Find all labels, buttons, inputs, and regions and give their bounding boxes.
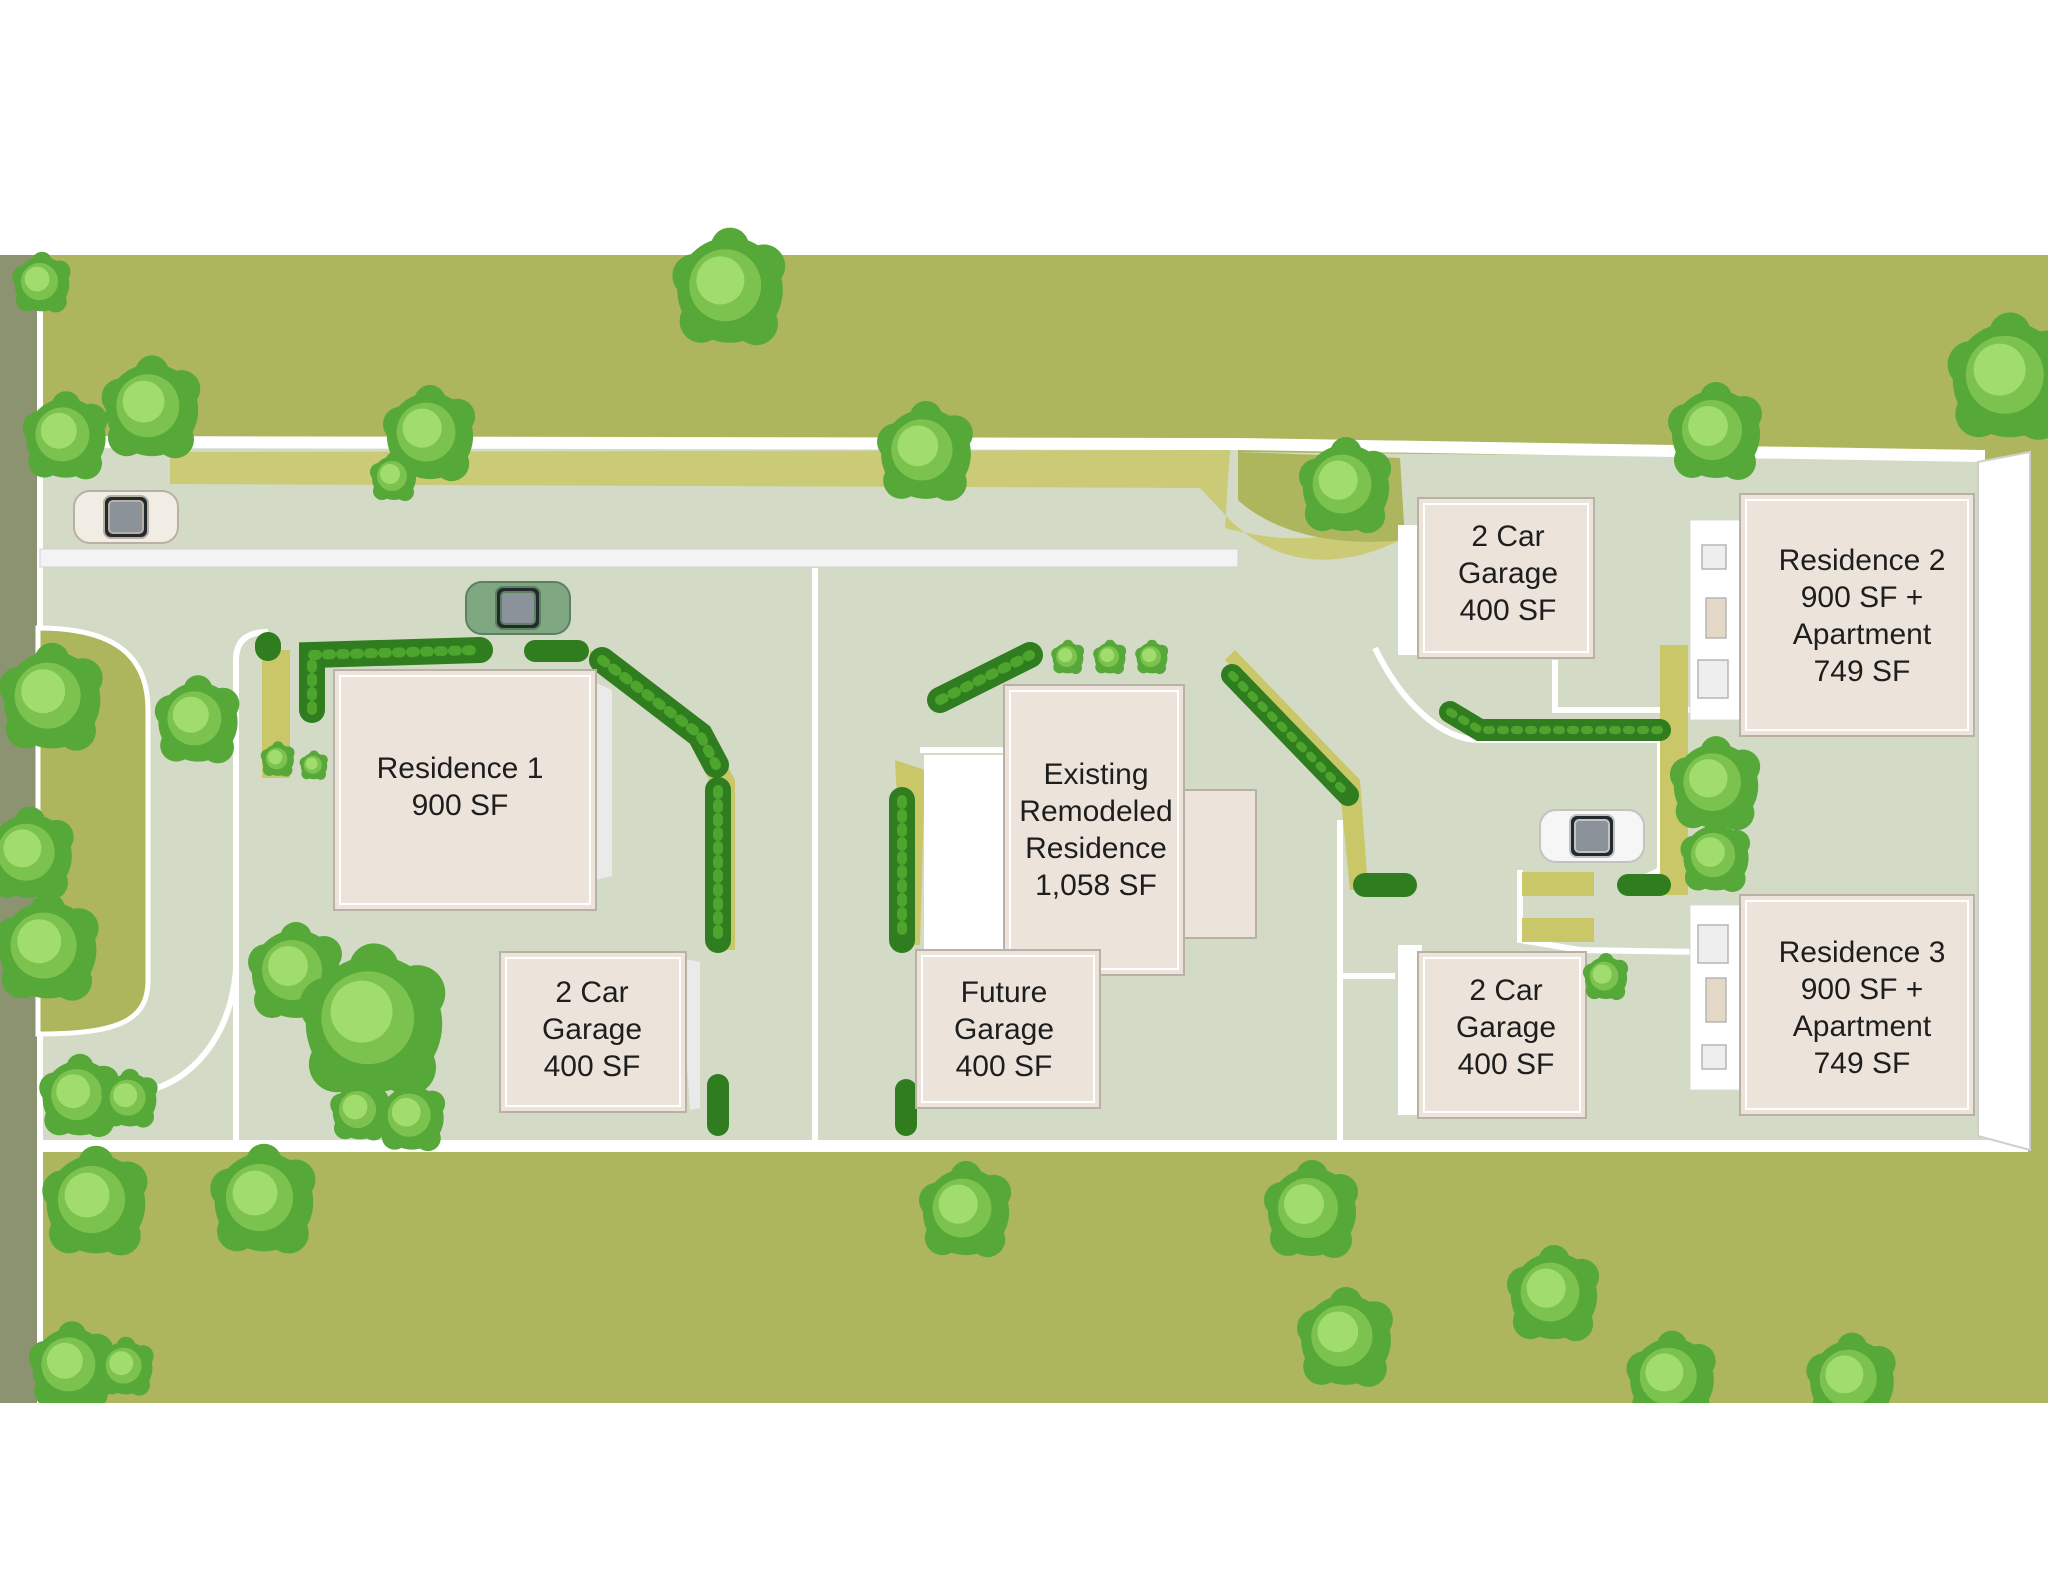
building-future-garage[interactable] [915,949,1101,1109]
driveway-divider [39,548,1239,568]
building-garage-2[interactable] [1417,497,1595,659]
walkway-right-4 [1552,660,1700,713]
future-garage-label-line: Garage [954,1013,1054,1046]
residence-3-label-line: Apartment [1793,1010,1932,1043]
existing-residence-label-line: 1,058 SF [1035,869,1157,902]
residence-3-label: Residence 3 900 SF + Apartment 749 SF [1779,936,1946,1080]
residence-2-label-line: Apartment [1793,618,1932,651]
residence-3-label-line: 900 SF + [1801,973,1924,1006]
building-garage-3[interactable] [1417,951,1587,1119]
residence-2-label-line: 749 SF [1814,655,1911,688]
existing-residence-porch [924,755,1008,950]
planting-strip-right-3 [1522,918,1594,942]
garage-1-label-line: Garage [542,1013,642,1046]
garage-1-label-line: 400 SF [544,1050,641,1083]
garage-3-label-line: 2 Car [1469,974,1542,1007]
residence-2-label: Residence 2 900 SF + Apartment 749 SF [1779,544,1946,688]
planting-strip-top [170,450,1400,560]
residence-1-label: Residence 1 900 SF [377,752,544,822]
garage-3-label-line: Garage [1456,1011,1556,1044]
garage-3-label-line: 400 SF [1458,1048,1555,1081]
garage-2-label-line: 2 Car [1471,520,1544,553]
car-icon [73,490,179,544]
residence-2-label-line: 900 SF + [1801,581,1924,614]
hedges [255,632,1671,1136]
page-margin-bottom [0,1403,2048,1583]
car-icon [465,581,571,635]
residence-1-label-line: Residence 1 [377,752,544,785]
residence-2-windows [1697,544,1729,699]
walkway-curve-left [149,969,239,1093]
walkway-right-5 [1517,870,1701,955]
residence-1-label-line: 900 SF [412,789,509,822]
existing-residence-label-line: Remodeled [1019,795,1172,828]
lot-wall-right [1977,450,2031,1152]
garage-2-label-line: Garage [1458,557,1558,590]
planting-strip-right-2 [1522,872,1594,896]
building-residence-3[interactable] [1739,894,1975,1116]
building-garage-1[interactable] [499,951,687,1113]
garage-2-label-line: 400 SF [1460,594,1557,627]
future-garage-label-line: Future [961,976,1048,1009]
residence-3-label-line: Residence 3 [1779,936,1946,969]
residence-3-windows [1697,924,1729,1070]
future-garage-label-line: 400 SF [956,1050,1053,1083]
residence-3-label-line: 749 SF [1814,1047,1911,1080]
building-residence-2[interactable] [1739,493,1975,737]
garage-1-label-line: 2 Car [555,976,628,1009]
existing-residence-label-line: Residence [1025,832,1167,865]
existing-residence-label-line: Existing [1043,758,1148,791]
building-existing-residence[interactable] [1003,684,1185,976]
residence-2-label-line: Residence 2 [1779,544,1946,577]
building-residence-1[interactable] [333,669,597,911]
car-icon [1539,809,1645,863]
building-existing-residence-annex[interactable] [1179,789,1257,939]
walkway-left [233,629,269,1140]
